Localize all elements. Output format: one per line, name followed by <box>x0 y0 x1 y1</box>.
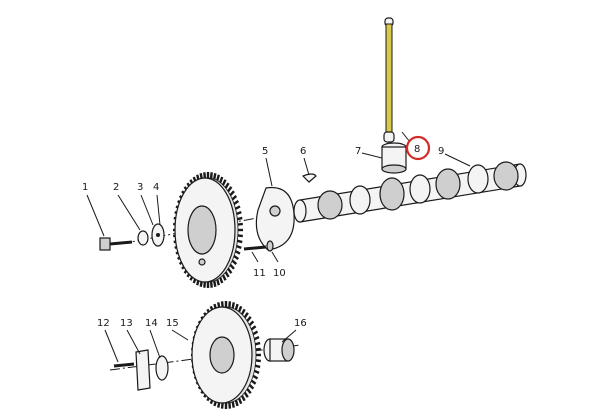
callout-3: 3 <box>137 182 143 193</box>
callout-6: 6 <box>300 146 306 157</box>
callout-8-highlight-ring <box>405 135 431 161</box>
woodruff-key <box>301 173 317 183</box>
callout-11: 11 <box>253 268 266 279</box>
front-bolt-assembly <box>99 223 165 251</box>
small-bolt <box>243 240 274 252</box>
camshaft <box>293 161 527 223</box>
callout-13: 13 <box>120 318 133 329</box>
lower-gear <box>191 301 261 409</box>
callout-14: 14 <box>145 318 158 329</box>
callout-5: 5 <box>262 146 268 157</box>
pushrod <box>383 17 395 143</box>
callout-16: 16 <box>294 318 307 329</box>
callout-1: 1 <box>82 182 88 193</box>
callout-15: 15 <box>166 318 179 329</box>
callout-4: 4 <box>153 182 159 193</box>
tappet <box>381 142 407 174</box>
callout-10: 10 <box>273 268 286 279</box>
callout-9: 9 <box>438 146 444 157</box>
bushing <box>263 338 295 362</box>
lower-bolt-assembly <box>113 349 169 391</box>
thrust-plate <box>255 186 295 251</box>
callout-7: 7 <box>355 146 361 157</box>
callout-8: 8 <box>414 144 420 155</box>
leader-lines <box>86 131 471 363</box>
upper-gear <box>173 172 243 288</box>
callouts: 1 2 3 4 5 6 7 8 9 10 11 12 13 14 15 16 <box>82 135 444 329</box>
callout-2: 2 <box>113 182 119 193</box>
callout-12: 12 <box>97 318 110 329</box>
